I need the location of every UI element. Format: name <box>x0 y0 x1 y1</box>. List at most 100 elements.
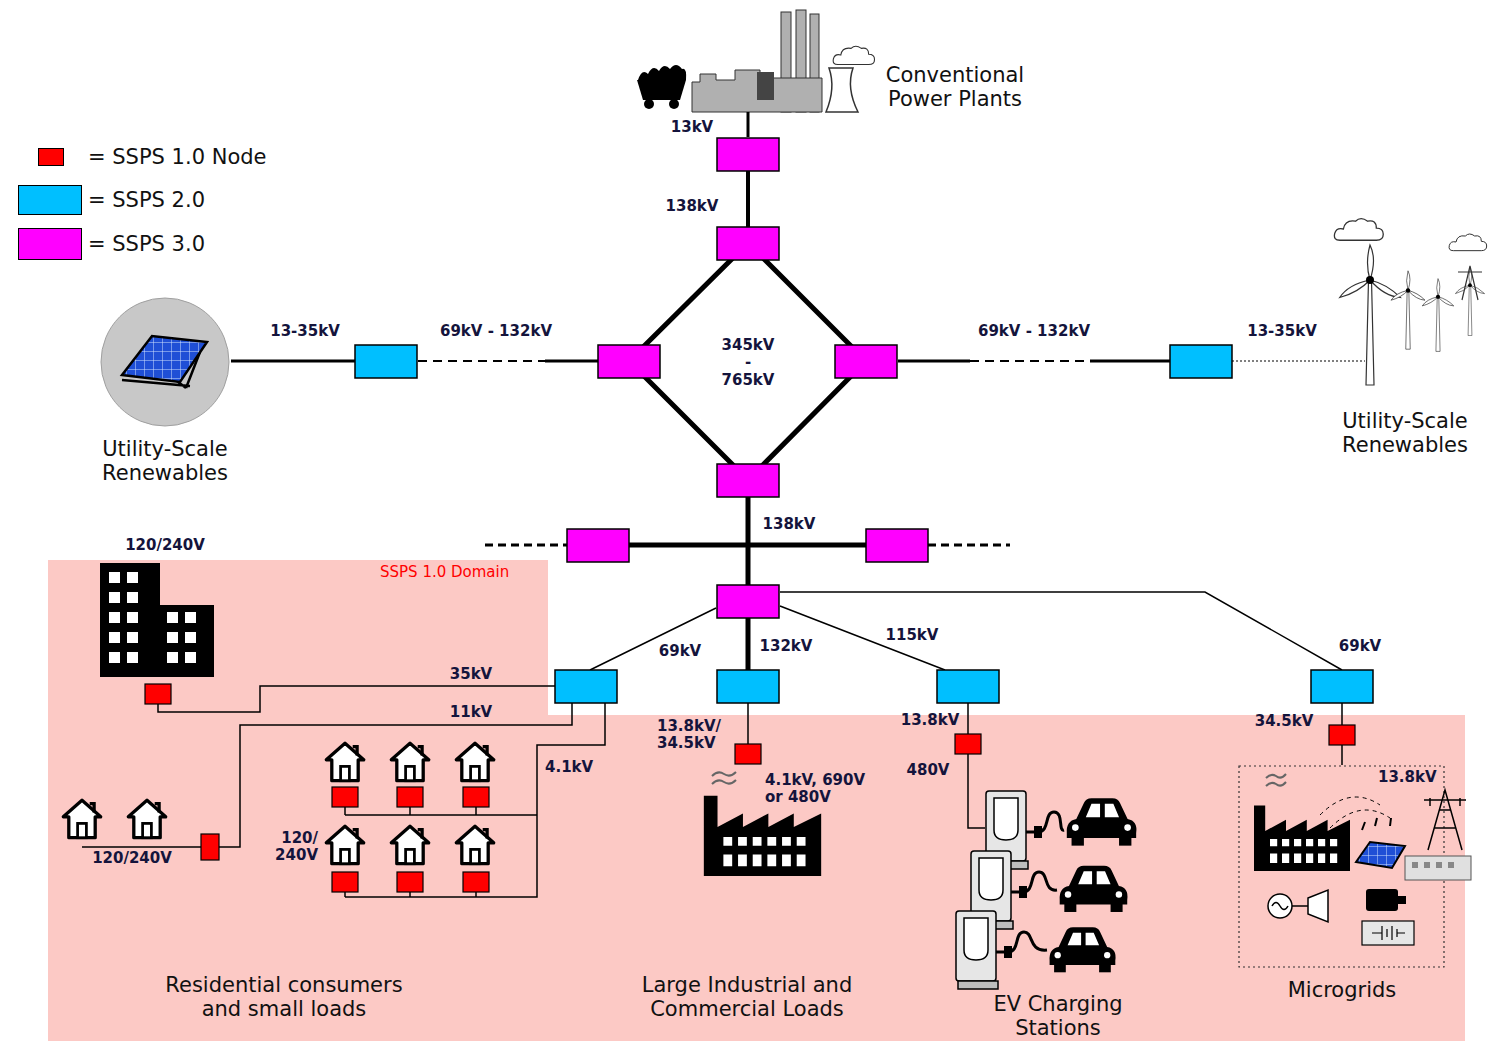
domain-title: SSPS 1.0 Domain <box>380 564 509 581</box>
ssps-2-boxes <box>937 670 999 703</box>
wind-farm <box>1390 271 1426 349</box>
microgrid-assets <box>1268 894 1292 918</box>
node-outline <box>48 560 1465 1041</box>
ev-chargers <box>1004 946 1012 958</box>
ssps-1-nodes <box>463 787 489 807</box>
transmission-lines <box>746 480 751 686</box>
voltage-label: 13.8kV <box>1378 769 1437 786</box>
ssps-3-boxes <box>567 529 629 562</box>
voltage-label: 69kV <box>1337 638 1383 655</box>
legend-text: = SSPS 3.0 <box>88 232 205 256</box>
wind-farm <box>1338 245 1402 385</box>
ev-chargers <box>956 791 1136 989</box>
power-plant <box>833 46 874 64</box>
ev-chargers <box>1019 886 1027 898</box>
node-caption: Utility-Scale Renewables <box>80 437 250 485</box>
office-building <box>100 563 214 677</box>
node-caption: Microgrids <box>1288 978 1397 1002</box>
houses <box>391 826 428 863</box>
ssps-2-boxes <box>717 670 779 703</box>
transmission-lines <box>748 703 1342 828</box>
voltage-label: 138kV <box>666 198 719 215</box>
power-plant <box>826 68 858 112</box>
houses <box>456 826 493 863</box>
ssps-3-boxes <box>717 138 779 171</box>
ssps-3-boxes <box>567 138 928 618</box>
ssps-3-boxes <box>717 464 779 497</box>
microgrid-assets <box>1362 818 1391 830</box>
voltage-label: 11kV <box>450 704 492 721</box>
wind-farm <box>1334 219 1486 385</box>
transmission-lines <box>418 360 1090 362</box>
node-outline <box>101 298 229 426</box>
ev-chargers <box>956 911 998 989</box>
transmission-lines <box>629 243 866 480</box>
ssps-domain-band: SSPS 1.0 Domain 13.8kV Microgrids <box>48 560 1465 1041</box>
voltage-label: 34.5kV <box>1255 713 1314 730</box>
microgrid-assets <box>1372 926 1405 940</box>
legend-text: = SSPS 1.0 Node <box>88 145 266 169</box>
voltage-label: 120/240V <box>125 537 205 554</box>
voltage-label: 120/240V <box>92 850 172 867</box>
power-plant <box>669 99 679 109</box>
section-caption: Conventional Power Plants <box>863 63 1048 111</box>
voltage-label: 138kV <box>763 516 816 533</box>
microgrid-assets <box>1356 842 1405 868</box>
voltage-label: 4.1kV <box>545 759 593 776</box>
ssps-3-boxes <box>598 345 660 378</box>
houses <box>128 800 165 837</box>
solar-panel <box>122 336 207 388</box>
voltage-label: 115kV <box>884 627 941 644</box>
node-outline <box>48 560 1465 1041</box>
houses <box>391 743 428 780</box>
ssps-2-boxes <box>355 345 417 378</box>
ev-chargers <box>1011 872 1057 892</box>
wind-farm <box>1421 279 1454 352</box>
ssps-1-nodes <box>332 787 358 807</box>
office-building <box>109 572 196 663</box>
houses <box>63 800 100 837</box>
power-plant <box>644 99 654 109</box>
transmission-lines <box>747 112 750 137</box>
power-plant <box>757 72 774 100</box>
voltage-label: 13.8kV/ 34.5kV <box>657 718 733 753</box>
legend-swatch <box>18 228 82 260</box>
microgrid-assets <box>1320 797 1390 828</box>
ssps-1-nodes <box>145 684 171 704</box>
transmission-lines <box>82 112 1365 897</box>
ssps-1-nodes <box>735 744 761 764</box>
ev-chargers <box>1034 826 1042 838</box>
voltage-label: 13-35kV <box>270 323 340 340</box>
section-caption: Residential consumers and small loads <box>159 973 409 1021</box>
ssps-1-nodes <box>955 734 981 754</box>
houses <box>326 826 363 863</box>
legend-swatch <box>18 185 82 215</box>
houses <box>456 743 493 780</box>
wind-farm <box>1458 266 1482 300</box>
transmission-lines <box>345 703 605 897</box>
ssps-2-boxes <box>1170 345 1232 378</box>
wind-farm <box>1334 219 1383 241</box>
section-caption: Utility-Scale Renewables <box>1320 409 1490 457</box>
solar-panel <box>122 336 207 382</box>
voltage-label: 13kV <box>671 119 713 136</box>
voltage-label: 35kV <box>450 666 492 683</box>
microgrid-assets <box>1405 856 1471 880</box>
wind-farm <box>1455 268 1486 335</box>
transmission-lines <box>590 592 1342 670</box>
microgrid-assets <box>1424 790 1466 850</box>
ssps-3-boxes <box>717 585 779 618</box>
microgrid-assets <box>1292 890 1328 922</box>
ssps-1-nodes <box>332 872 358 892</box>
voltage-label: 4.1kV, 690V or 480V <box>765 772 877 807</box>
ssps-1-nodes <box>463 872 489 892</box>
voltage-label: 132kV <box>760 638 813 655</box>
power-plant <box>637 10 875 112</box>
transmission-lines <box>629 543 866 548</box>
section-caption: Large Industrial and Commercial Loads <box>607 973 887 1021</box>
microgrid-assets <box>1362 921 1414 945</box>
section-caption: EV Charging Stations <box>978 992 1138 1040</box>
ssps-3-boxes <box>717 227 779 260</box>
voltage-label: 120/ 240V <box>262 830 318 865</box>
